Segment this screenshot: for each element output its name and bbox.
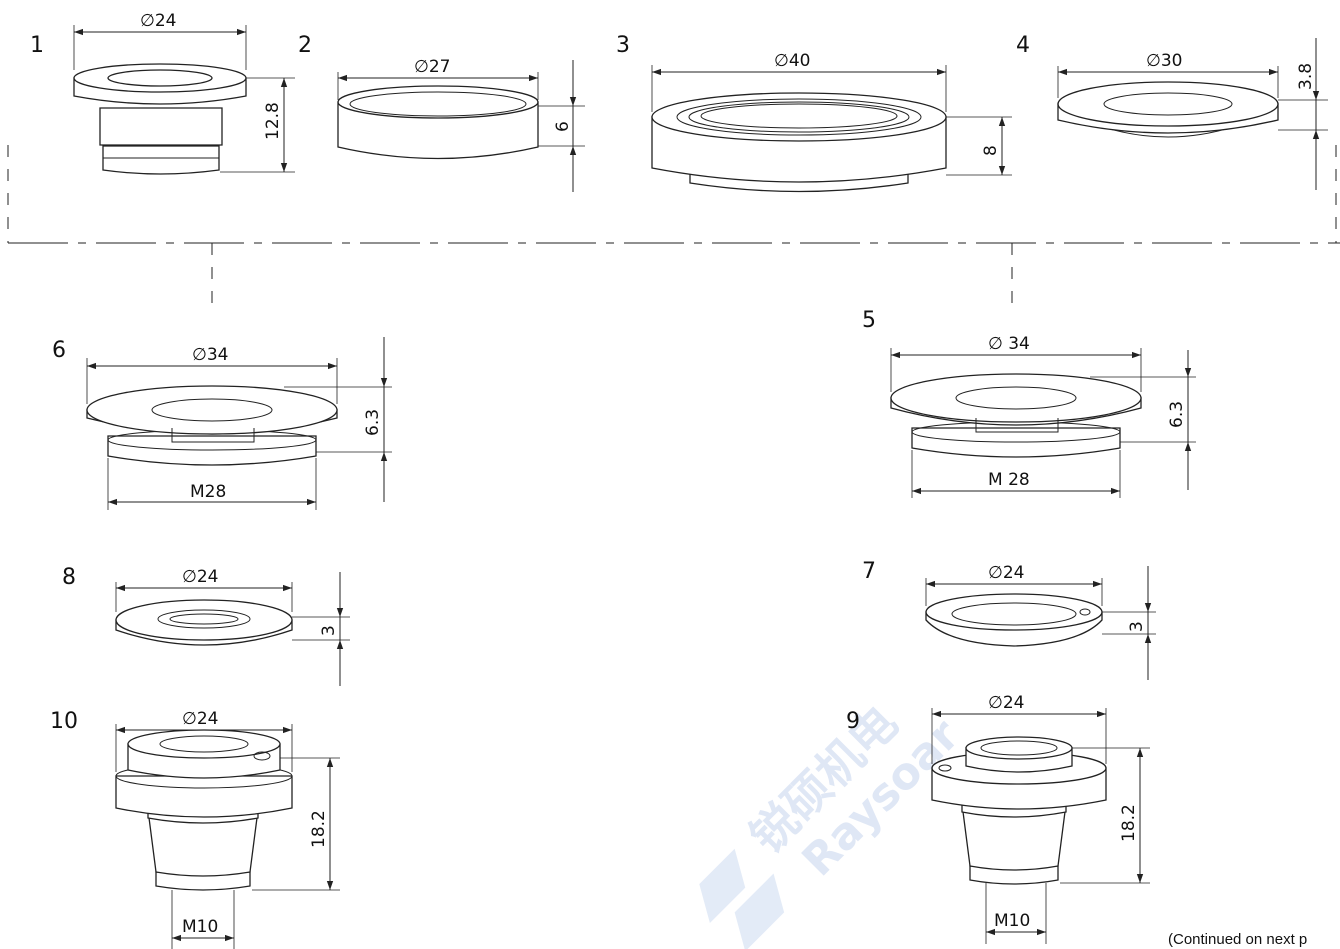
part-number: 6 <box>52 338 66 363</box>
part-9: 9 ∅24 18.2 M10 <box>846 693 1150 944</box>
part-number: 1 <box>30 33 44 58</box>
thread-value: M28 <box>190 482 226 502</box>
part-6: 6 ∅34 6.3 M28 <box>52 337 392 510</box>
part-4: 4 ∅30 3.8 <box>1016 33 1328 190</box>
watermark-logo-icon <box>699 848 746 924</box>
part-number: 7 <box>862 559 876 584</box>
part-2: 2 ∅27 6 <box>298 33 585 192</box>
thread-value: M10 <box>182 917 218 937</box>
height-value: 3 <box>319 625 339 636</box>
part-number: 9 <box>846 709 860 734</box>
thread-value: M10 <box>994 911 1030 931</box>
height-value: 6.3 <box>1167 401 1187 428</box>
diameter-value: 40 <box>789 51 811 71</box>
height-value: 18.2 <box>1119 804 1139 842</box>
part-number: 3 <box>616 33 630 58</box>
diameter-value: 30 <box>1161 51 1183 71</box>
part-number: 2 <box>298 33 312 58</box>
svg-text:∅24: ∅24 <box>988 563 1024 583</box>
svg-text:∅24: ∅24 <box>182 709 218 729</box>
height-value: 12.8 <box>263 102 283 140</box>
diameter-value: 24 <box>197 709 219 729</box>
height-value: 18.2 <box>309 810 329 848</box>
height-value: 3 <box>1127 621 1147 632</box>
diameter-value: 24 <box>197 567 219 587</box>
part-number: 8 <box>62 565 76 590</box>
part-number: 10 <box>50 709 78 734</box>
svg-text:∅24: ∅24 <box>182 567 218 587</box>
diameter-value: 34 <box>207 345 229 365</box>
diameter-value: 24 <box>1003 563 1025 583</box>
part-3: 3 ∅40 8 <box>616 33 1012 193</box>
svg-text:∅24: ∅24 <box>140 11 176 31</box>
watermark: 锐硕机电 Raysoar <box>699 695 969 949</box>
part-10: 10 ∅24 18.2 M10 <box>50 709 340 949</box>
diameter-value: 24 <box>1003 693 1025 713</box>
diameter-value: 27 <box>429 57 451 77</box>
part-number: 4 <box>1016 33 1030 58</box>
part-5: 5 ∅ 34 6.3 M 28 <box>862 308 1196 498</box>
diameter-value: 24 <box>155 11 177 31</box>
continued-note: (Continued on next p <box>1168 931 1307 948</box>
svg-text:∅34: ∅34 <box>192 345 228 365</box>
height-value: 8 <box>981 145 1001 156</box>
svg-text:∅40: ∅40 <box>774 51 810 71</box>
height-value: 3.8 <box>1296 63 1316 90</box>
height-value: 6 <box>553 121 573 132</box>
thread-value: M 28 <box>988 470 1030 490</box>
part-1: 1 ∅24 12.8 <box>30 11 295 175</box>
svg-text:∅30: ∅30 <box>1146 51 1182 71</box>
diameter-value: 34 <box>1003 334 1030 354</box>
group-centerlines <box>7 145 1340 305</box>
part-number: 5 <box>862 308 876 333</box>
part-7: 7 ∅24 3 <box>862 559 1156 680</box>
height-value: 6.3 <box>363 409 383 436</box>
svg-text:∅ 34: ∅ 34 <box>988 334 1030 354</box>
svg-text:∅27: ∅27 <box>414 57 450 77</box>
part-8: 8 ∅24 3 <box>62 565 350 686</box>
svg-text:∅24: ∅24 <box>988 693 1024 713</box>
